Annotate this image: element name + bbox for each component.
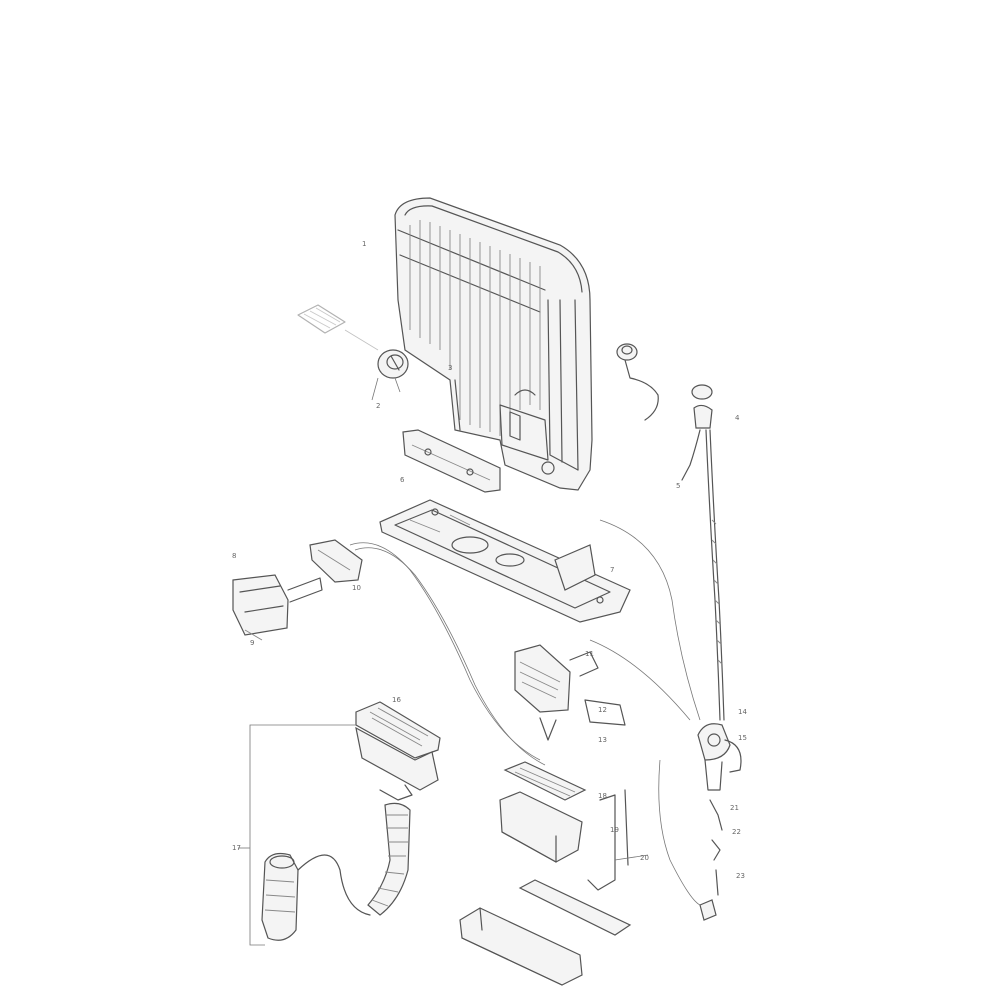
callout-23: 23 [736,872,745,880]
callout-5: 5 [676,482,680,490]
cylinder-regulator [261,852,371,941]
callout-13: 13 [598,736,607,744]
heater-body [394,197,593,491]
callout-18: 18 [598,792,607,800]
callout-1: 1 [362,240,366,248]
callout-22: 22 [732,828,741,836]
gas-regulator [232,539,363,641]
callout-21: 21 [730,804,739,812]
group-bracket [238,724,356,946]
callout-4: 4 [735,414,740,422]
control-knob [371,349,409,401]
piezo-igniter [616,343,659,421]
callout-17: 17 [232,844,241,852]
callout-20: 20 [640,854,649,862]
callout-12: 12 [598,706,607,714]
cylinder-top-cap [355,701,441,801]
gas-hoses [349,519,701,906]
callout-8: 8 [232,552,236,560]
callout-19: 19 [610,826,619,834]
grille-part [297,304,379,351]
callout-7: 7 [610,566,614,574]
thermostat-valve [697,723,742,921]
callout-6: 6 [400,476,405,484]
upper-tray [499,761,587,863]
callout-15: 15 [738,734,747,742]
callout-14: 14 [738,708,747,716]
callout-16: 16 [392,696,401,704]
callout-9: 9 [250,639,254,647]
callout-labels: 1 2 3 4 5 6 7 8 9 10 11 12 13 14 15 16 1… [232,240,747,880]
base-plate [379,499,631,623]
base-tray [459,879,632,986]
mounting-bracket [402,429,501,493]
gas-valve [514,644,626,741]
callout-10: 10 [352,584,361,592]
flexible-hose [367,802,411,916]
thermocouple-assembly [681,384,725,721]
callout-2: 2 [376,402,380,410]
callout-3: 3 [448,364,452,372]
callout-11: 11 [585,650,594,658]
side-panel-right [587,789,649,891]
